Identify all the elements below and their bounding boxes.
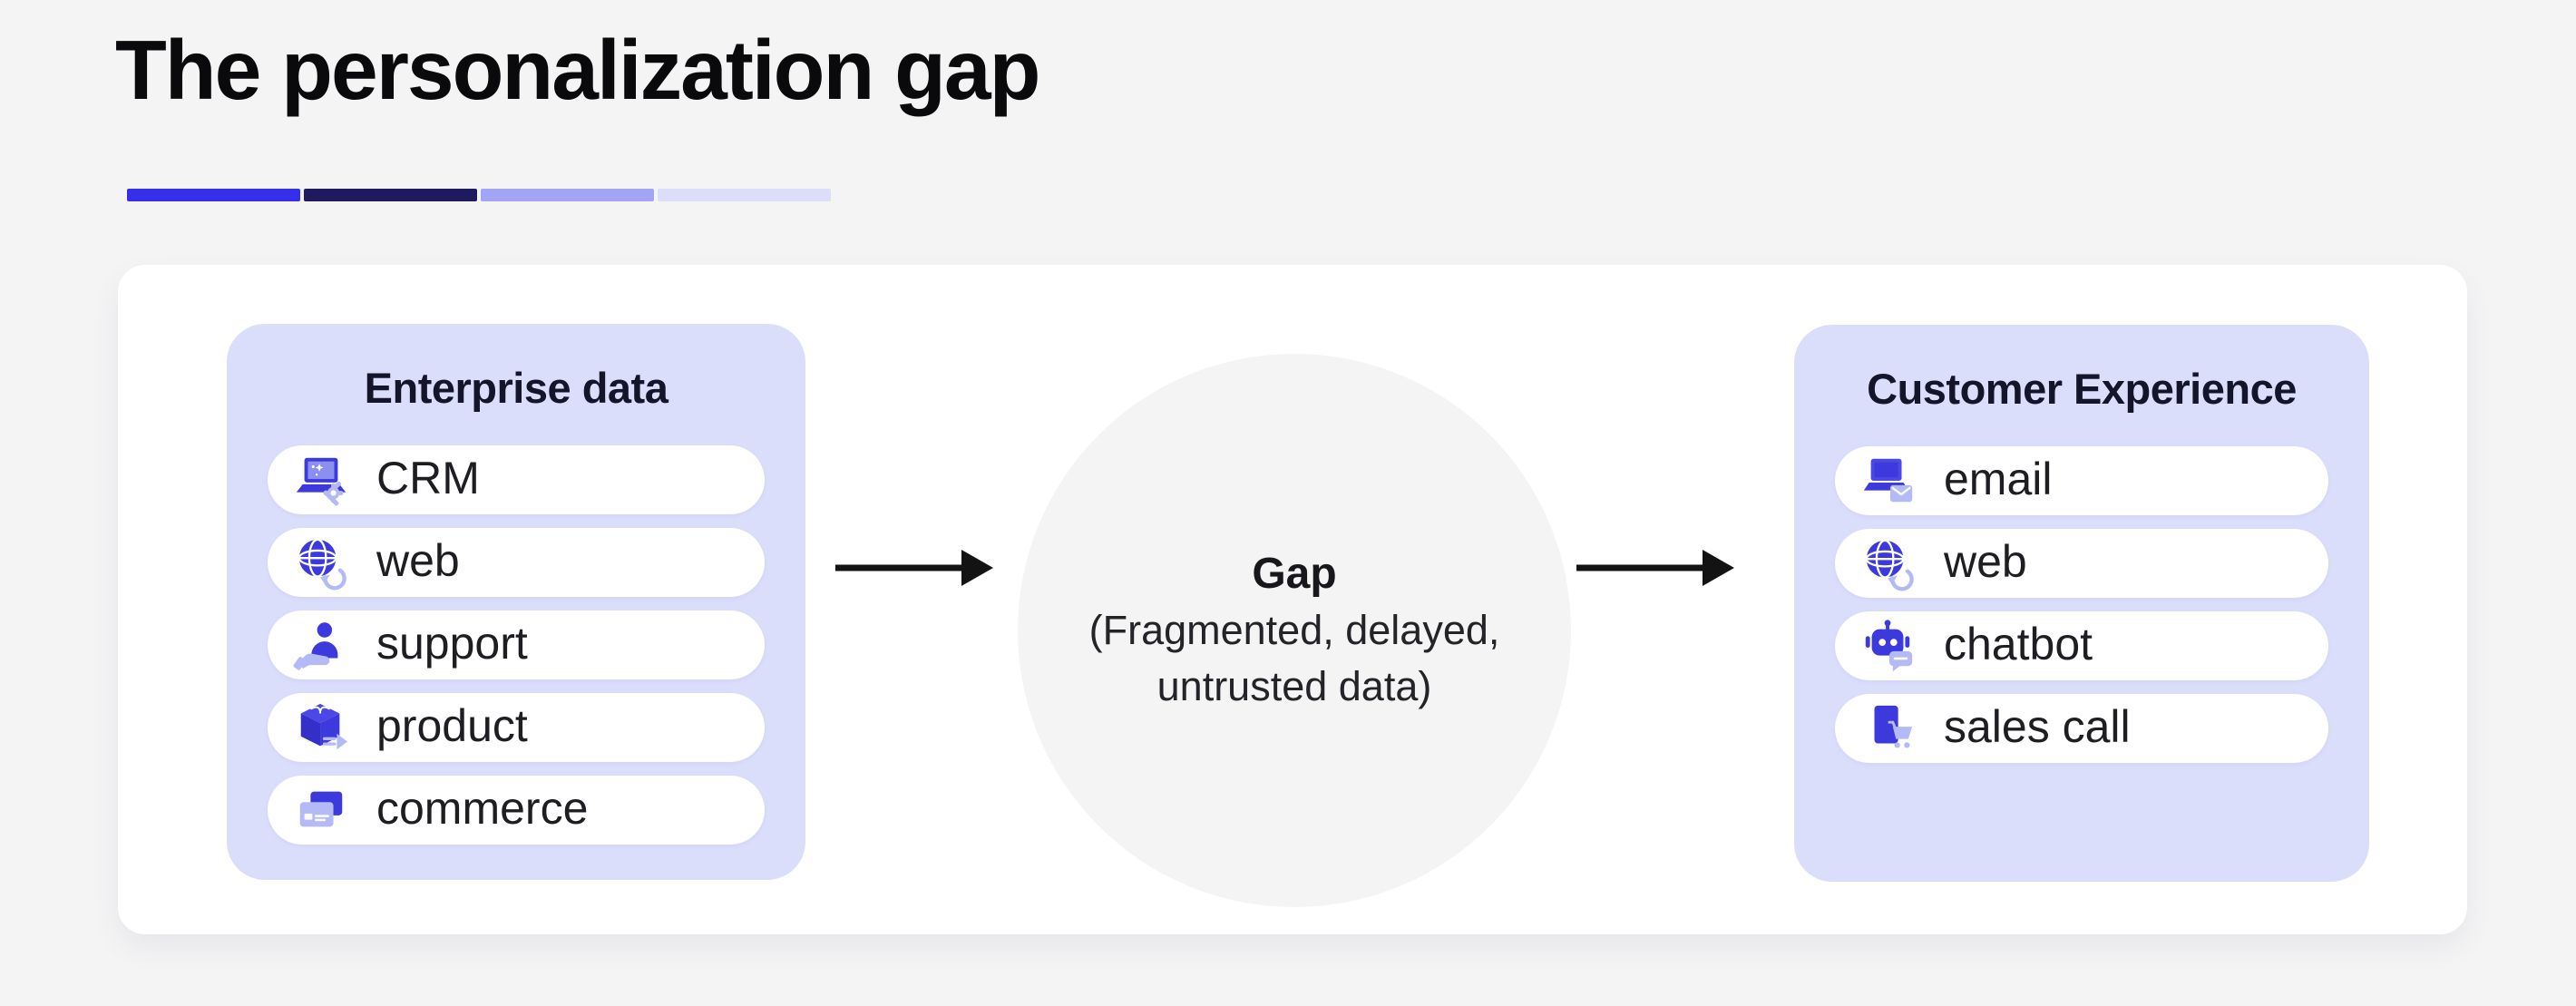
list-item-label: sales call [1944, 701, 2131, 752]
list-item-label: commerce [376, 783, 589, 834]
gap-subtitle-line1: (Fragmented, delayed, [1088, 607, 1500, 653]
commerce-icon [293, 782, 349, 838]
list-item-label: email [1944, 454, 2053, 504]
arrow-right-icon [1576, 550, 1734, 586]
list-item-sales-call: sales call [1835, 694, 2328, 763]
accent-bar-segment [127, 189, 300, 201]
list-item-support: support [268, 610, 765, 679]
list-item-label: support [376, 618, 528, 669]
title-accent-bar [127, 189, 831, 201]
list-item-crm: CRM [268, 445, 765, 514]
list-item-label: web [376, 535, 460, 586]
accent-bar-segment [481, 189, 654, 201]
gap-title: Gap [1252, 550, 1337, 598]
support-icon [293, 617, 349, 673]
list-item-label: CRM [376, 453, 480, 503]
list-item-label: product [376, 700, 528, 751]
accent-bar-segment [658, 189, 831, 201]
list-item-web: web [1835, 529, 2328, 598]
list-item-label: chatbot [1944, 619, 2093, 669]
gap-circle: Gap (Fragmented, delayed, untrusted data… [1018, 354, 1571, 907]
sales-call-icon [1860, 700, 1917, 757]
product-icon [293, 699, 349, 756]
enterprise-data-panel: Enterprise data [227, 324, 805, 880]
list-item-chatbot: chatbot [1835, 611, 2328, 680]
gap-subtitle-line2: untrusted data) [1156, 663, 1432, 709]
crm-icon [293, 452, 349, 508]
list-item-web: web [268, 528, 765, 597]
diagram-card: Enterprise data [118, 265, 2467, 934]
list-item-label: web [1944, 536, 2027, 587]
list-item-commerce: commerce [268, 776, 765, 845]
web-icon [1860, 535, 1917, 591]
chatbot-icon [1860, 618, 1917, 674]
page-title: The personalization gap [115, 23, 1040, 117]
web-icon [293, 534, 349, 591]
arrow-right-icon [835, 550, 993, 586]
list-item-product: product [268, 693, 765, 762]
panel-title: Customer Experience [1867, 365, 2297, 413]
email-icon [1860, 453, 1917, 509]
customer-experience-panel: Customer Experience email [1794, 325, 2369, 882]
panel-title: Enterprise data [364, 364, 668, 412]
list-item-email: email [1835, 446, 2328, 515]
accent-bar-segment [304, 189, 477, 201]
